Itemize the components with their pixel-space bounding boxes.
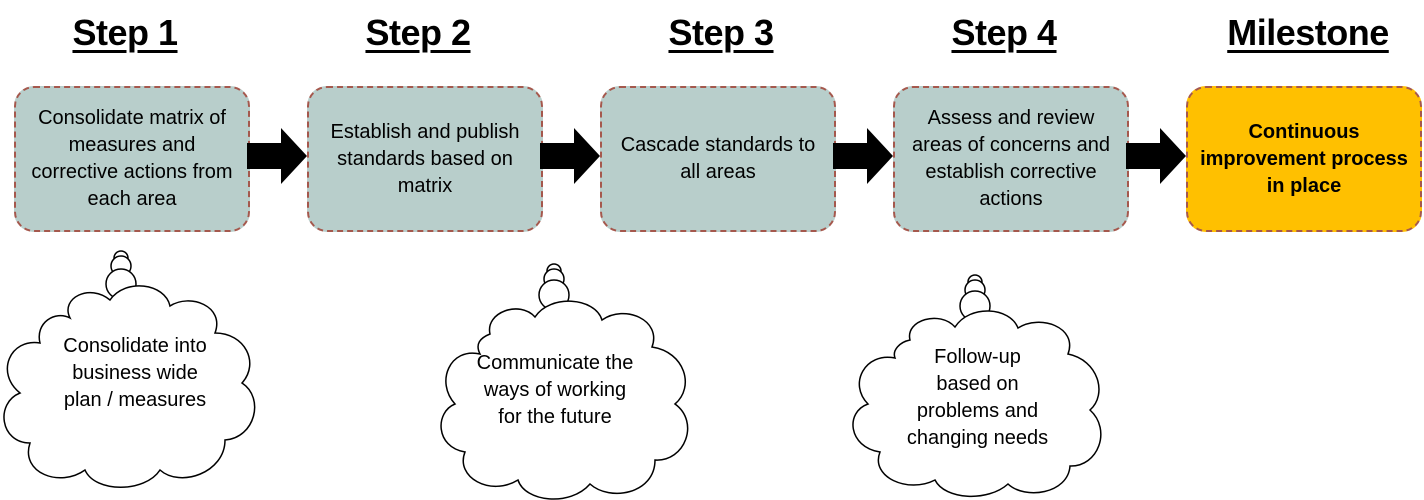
thought-cloud-3 xyxy=(852,274,1102,497)
arrow-right-icon xyxy=(540,128,600,184)
step-1-text: Consolidate matrix of measures and corre… xyxy=(31,107,233,210)
step-3-text: Cascade standards to all areas xyxy=(620,134,816,183)
arrow-right-icon xyxy=(833,128,893,184)
cloud-2-label: Communicate the ways of working for the … xyxy=(476,351,634,428)
milestone-box: Continuous improvement process in place xyxy=(1186,86,1422,232)
cloud-2-text: Communicate the ways of working for the … xyxy=(460,330,650,450)
cloud-3-text: Follow-up based on problems and changing… xyxy=(875,328,1080,468)
step-3-heading: Step 3 xyxy=(668,12,774,53)
step-2-text: Establish and publish standards based on… xyxy=(330,120,520,197)
step-4-box: Assess and review areas of concerns and … xyxy=(893,86,1129,232)
arrow-right-icon xyxy=(247,128,307,184)
step-1-box: Consolidate matrix of measures and corre… xyxy=(14,86,250,232)
step-4-text: Assess and review areas of concerns and … xyxy=(912,107,1110,210)
step-1-heading: Step 1 xyxy=(72,12,178,53)
step-4-heading: Step 4 xyxy=(951,12,1057,53)
milestone-text: Continuous improvement process in place xyxy=(1200,120,1408,197)
step-2-heading: Step 2 xyxy=(365,12,471,53)
cloud-3-label: Follow-up based on problems and changing… xyxy=(906,346,1049,449)
arrow-right-icon xyxy=(1126,128,1186,184)
step-3-box: Cascade standards to all areas xyxy=(600,86,836,232)
step-2-box: Establish and publish standards based on… xyxy=(307,86,543,232)
thought-cloud-2 xyxy=(440,263,689,500)
cloud-1-text: Consolidate into business wide plan / me… xyxy=(30,318,240,428)
cloud-1-label: Consolidate into business wide plan / me… xyxy=(63,334,207,411)
thought-cloud-1 xyxy=(3,250,256,488)
milestone-heading: Milestone xyxy=(1227,12,1389,53)
